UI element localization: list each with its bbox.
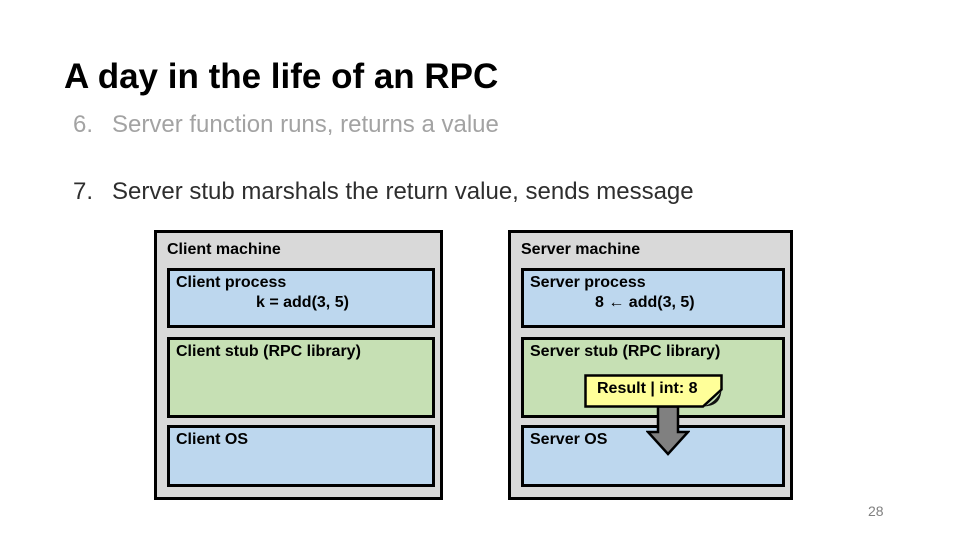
- bullet-number: 7.: [73, 178, 94, 205]
- client-stub-label: Client stub (RPC library): [176, 343, 361, 360]
- client-machine-box: Client machine Client process k = add(3,…: [154, 230, 443, 500]
- server-process-code: 8 ← add(3, 5): [595, 294, 695, 311]
- result-note-label: Result | int: 8: [597, 380, 698, 397]
- server-os-box: Server OS: [521, 425, 785, 487]
- server-process-label: Server process: [530, 274, 646, 291]
- bullet-step-6: 6. Server function runs, returns a value: [73, 111, 499, 139]
- down-arrow-icon: [645, 405, 691, 457]
- server-machine-box: Server machine Server process 8 ← add(3,…: [508, 230, 793, 500]
- server-process-box: Server process 8 ← add(3, 5): [521, 268, 785, 328]
- bullet-number: 6.: [73, 111, 94, 138]
- server-stub-label: Server stub (RPC library): [530, 343, 721, 360]
- bullet-text: Server stub marshals the return value, s…: [112, 178, 694, 205]
- bullet-text: Server function runs, returns a value: [112, 111, 499, 138]
- bullet-step-7: 7. Server stub marshals the return value…: [73, 178, 694, 206]
- server-machine-label: Server machine: [521, 241, 641, 258]
- result-note: Result | int: 8: [584, 374, 723, 408]
- page-number: 28: [868, 503, 884, 519]
- client-process-box: Client process k = add(3, 5): [167, 268, 435, 328]
- client-os-label: Client OS: [176, 431, 249, 448]
- page-title: A day in the life of an RPC: [64, 57, 499, 96]
- client-machine-label: Client machine: [167, 241, 281, 258]
- server-os-label: Server OS: [530, 431, 608, 448]
- client-stub-box: Client stub (RPC library): [167, 337, 435, 418]
- client-os-box: Client OS: [167, 425, 435, 487]
- folded-note-icon: [584, 374, 723, 408]
- client-process-code: k = add(3, 5): [256, 294, 349, 311]
- client-process-label: Client process: [176, 274, 287, 291]
